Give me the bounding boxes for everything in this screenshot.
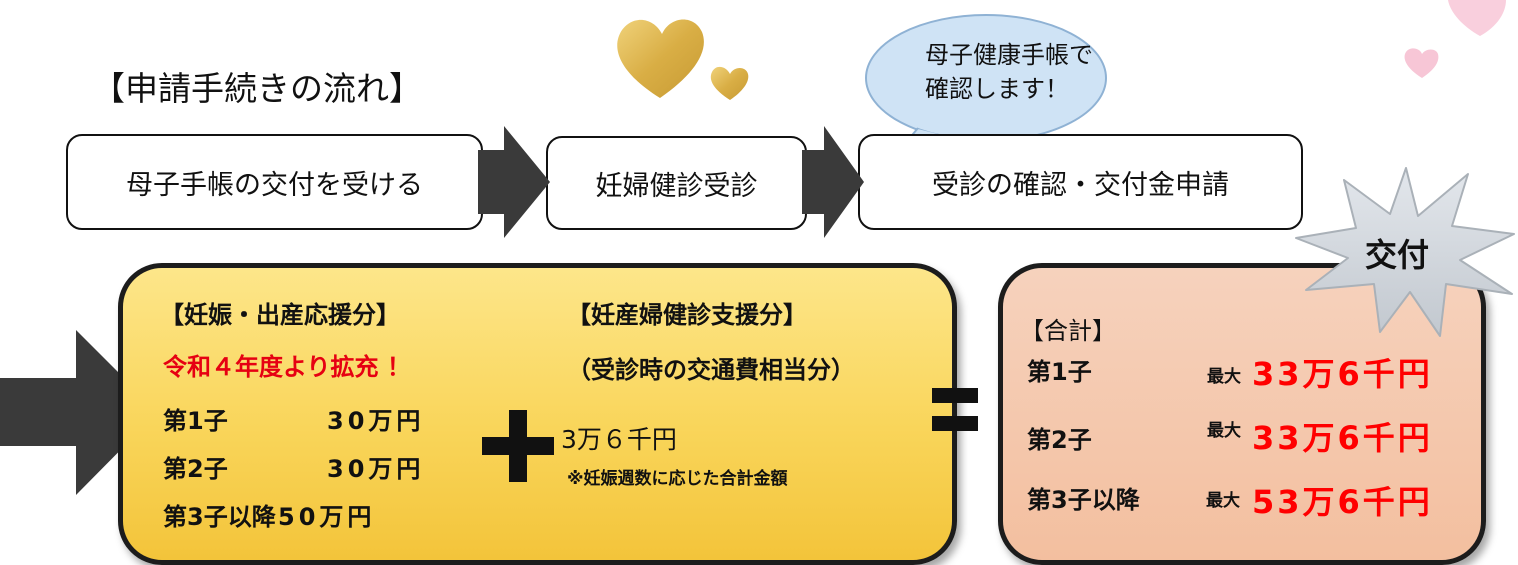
checkup-amount: 3万６千円 [561, 425, 677, 454]
left-row-2-label: 第2子 [163, 455, 228, 483]
birth-support-heading: 【妊娠・出産応援分】 [160, 301, 400, 329]
gold-heart-icon [710, 66, 749, 100]
total-row-3-amount: 53万6千円 [1252, 483, 1433, 521]
burst-icon [1295, 167, 1515, 337]
checkup-note: ※妊娠週数に応じた合計金額 [567, 469, 788, 489]
gold-hearts [617, 19, 749, 100]
arrow-right-icon [478, 126, 550, 238]
speech-bubble [865, 14, 1107, 175]
pink-heart-icon [1404, 48, 1439, 78]
support-breakdown-panel [118, 263, 957, 565]
total-row-2-label: 第2子 [1027, 426, 1092, 454]
total-row-3-label: 第3子以降 [1027, 486, 1140, 514]
bubble-text: 母子健康手帳で 確認します！ [925, 38, 1093, 106]
total-row-2-amount: 33万6千円 [1252, 419, 1433, 457]
total-row-3-prefix: 最大 [1206, 491, 1240, 511]
equals-icon [932, 388, 978, 431]
checkup-sub: （受診時の交通費相当分） [567, 356, 855, 384]
gold-heart-icon [617, 19, 704, 98]
left-row-1-amount: 30万円 [327, 407, 425, 435]
burst-label: 交付 [1365, 236, 1430, 274]
total-row-1-amount: 33万6千円 [1252, 355, 1433, 393]
pink-heart-icon [1448, 0, 1506, 36]
checkup-support-heading: 【妊産婦健診支援分】 [567, 301, 807, 329]
total-row-2-prefix: 最大 [1207, 421, 1241, 441]
arrow-right-icon [802, 126, 864, 238]
flow-step-2: 妊婦健診受診 [546, 136, 807, 230]
flow-step-3: 受診の確認・交付金申請 [858, 134, 1303, 230]
left-row-1-label: 第1子 [163, 407, 228, 435]
page-title: 【申請手続きの流れ】 [92, 69, 422, 108]
arrow-right-icon [0, 330, 158, 495]
left-row-2-amount: 30万円 [327, 455, 425, 483]
total-panel [998, 263, 1486, 565]
bubble-line-1: 母子健康手帳で [925, 41, 1093, 69]
total-heading: 【合計】 [1020, 317, 1116, 345]
expansion-note: 令和４年度より拡充 ！ [163, 353, 411, 381]
flow-step-1: 母子手帳の交付を受ける [66, 134, 483, 230]
total-row-1-prefix: 最大 [1207, 367, 1241, 387]
total-row-1-label: 第1子 [1027, 358, 1092, 386]
plus-icon [482, 410, 554, 482]
bubble-line-2: 確認します！ [925, 75, 1069, 103]
left-row-3-amount: 50万円 [278, 503, 376, 531]
left-row-3-label: 第3子以降 [163, 503, 276, 531]
pink-hearts [1404, 0, 1506, 78]
